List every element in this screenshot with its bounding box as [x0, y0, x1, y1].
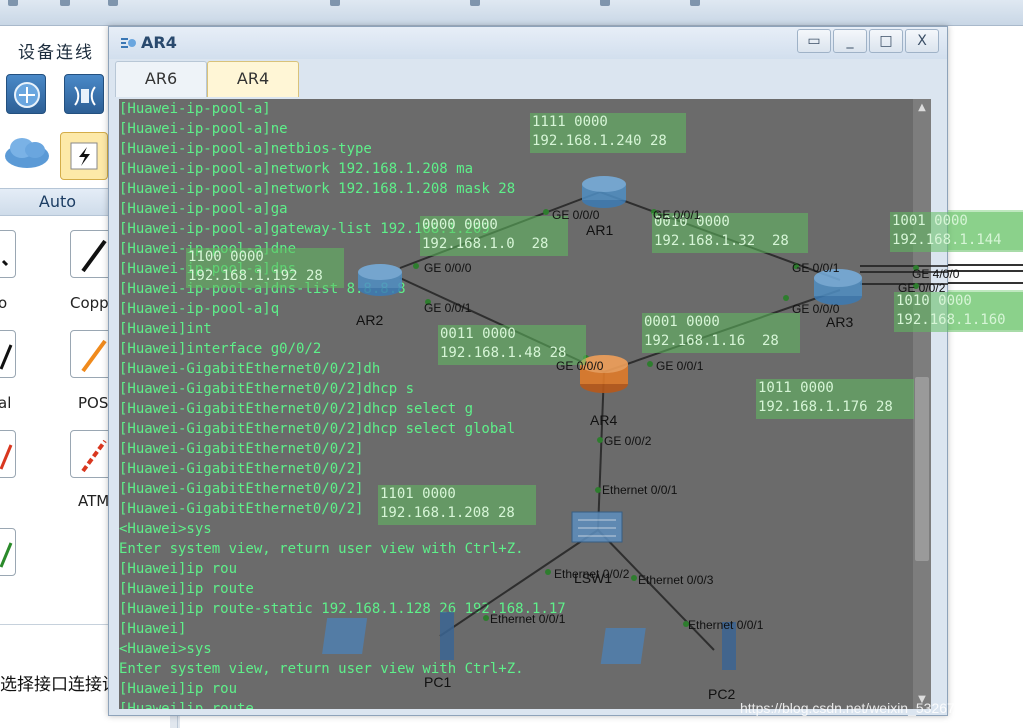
console-line: [Huawei-ip-pool-a]network 192.168.1.208 …	[119, 181, 516, 197]
console-line: [Huawei-ip-pool-a]gateway-list 192.168.1…	[119, 221, 490, 237]
console-line: [Huawei-ip-pool-a]ne	[119, 121, 288, 137]
console-line: [Huawei-GigabitEthernet0/0/2]dhcp select…	[119, 401, 474, 417]
console-line: [Huawei]ip route	[119, 701, 254, 709]
maximize-button[interactable]: □	[869, 29, 903, 53]
lightning-icon	[70, 142, 98, 170]
console-line: [Huawei-ip-pool-a]network 192.168.1.208 …	[119, 161, 474, 177]
cable-copper-box[interactable]	[70, 230, 114, 278]
auto-cable-bar[interactable]: Auto	[0, 188, 115, 216]
console-line: [Huawei-GigabitEthernet0/0/2]	[119, 441, 364, 457]
cable-category-tile[interactable]	[60, 132, 108, 180]
console-line: [Huawei-GigabitEthernet0/0/2]	[119, 461, 364, 477]
console-line: [Huawei]ip route-static 192.168.1.128 26…	[119, 601, 566, 617]
pos-cable-icon	[81, 339, 107, 373]
console-line: [Huawei]ip rou	[119, 681, 238, 697]
cable-label-pos: POS	[78, 394, 109, 412]
console-line: [Huawei-GigabitEthernet0/0/2]dhcp select…	[119, 421, 516, 437]
console-line: [Huawei]ip rou	[119, 561, 238, 577]
app-toolbar-strip	[0, 0, 1023, 26]
scroll-down-icon[interactable]: ▼	[918, 694, 926, 705]
restore-button[interactable]: ▭	[797, 29, 831, 53]
console-line: [Huawei-GigabitEthernet0/0/2]dh	[119, 361, 381, 377]
cable-label-partial-2: al	[0, 394, 12, 412]
cable-pos-box[interactable]	[70, 330, 114, 378]
console-line: [Huawei-ip-pool-a]q	[119, 301, 280, 317]
terminal-app-icon	[121, 38, 136, 48]
console-text: [Huawei-ip-pool-a] [Huawei-ip-pool-a]ne [H…	[119, 99, 919, 709]
console-line: [Huawei-ip-pool-a]netbios-type	[119, 141, 372, 157]
wireless-icon	[74, 86, 96, 106]
console-line: <Huawei>sys	[119, 521, 212, 537]
cable-label-partial: o	[0, 294, 8, 312]
close-button[interactable]: X	[905, 29, 939, 53]
scroll-up-icon[interactable]: ▲	[918, 102, 926, 113]
copper-cable-icon	[81, 239, 107, 273]
scroll-thumb[interactable]	[915, 377, 929, 561]
window-titlebar[interactable]: AR4 ▭ _ □ X	[109, 27, 947, 59]
device-panel-title: 设备连线	[18, 43, 94, 63]
topology-canvas-edge	[948, 26, 1023, 728]
console-line: [Huawei-GigabitEthernet0/0/2]	[119, 501, 364, 517]
window-title: AR4	[141, 33, 177, 52]
cable-auto-box[interactable]	[0, 230, 16, 278]
console-line: [Huawei-ip-pool-a]dns-list 8.8.8.8	[119, 281, 406, 297]
console-line: [Huawei]ip route	[119, 581, 254, 597]
console-scrollbar[interactable]: ▲ ▼	[913, 99, 931, 709]
console-output[interactable]: [Huawei-ip-pool-a] [Huawei-ip-pool-a]ne [H…	[119, 99, 931, 709]
console-line: [Huawei-ip-pool-a]dns	[119, 261, 297, 277]
tab-ar4[interactable]: AR4	[207, 61, 299, 97]
console-line: [Huawei]	[119, 621, 187, 637]
cable-atm-box[interactable]	[70, 430, 114, 478]
console-line: [Huawei-ip-pool-a]dne	[119, 241, 297, 257]
wireless-category-tile[interactable]	[64, 74, 104, 114]
tab-ar6[interactable]: AR6	[115, 61, 207, 97]
console-line: <Huawei>sys	[119, 641, 212, 657]
cable-serial-box[interactable]	[0, 330, 16, 378]
cable-e1-box[interactable]	[0, 430, 16, 478]
console-line: [Huawei]int	[119, 321, 212, 337]
console-line: [Huawei-ip-pool-a]	[119, 101, 271, 117]
console-line: Enter system view, return user view with…	[119, 541, 524, 557]
console-line: [Huawei-GigabitEthernet0/0/2]dhcp s	[119, 381, 415, 397]
console-line: [Huawei]interface g0/0/2	[119, 341, 322, 357]
cable-ctl-box[interactable]	[0, 528, 16, 576]
minimize-button[interactable]: _	[833, 29, 867, 53]
console-line: [Huawei-GigabitEthernet0/0/2]	[119, 481, 364, 497]
router-icon	[14, 82, 40, 108]
router-category-tile[interactable]	[6, 74, 46, 114]
cable-label-atm: ATM	[78, 492, 110, 510]
console-line: Enter system view, return user view with…	[119, 661, 524, 677]
cloud-icon	[5, 138, 49, 168]
atm-cable-icon	[81, 439, 107, 473]
console-line: [Huawei-ip-pool-a]ga	[119, 201, 288, 217]
cloud-category-tile[interactable]	[2, 132, 52, 172]
connection-hint: 选择接口连接设	[0, 675, 119, 695]
terminal-window[interactable]: AR4 ▭ _ □ X AR6 AR4 [Huawei-ip-pool-a][H…	[108, 26, 948, 716]
